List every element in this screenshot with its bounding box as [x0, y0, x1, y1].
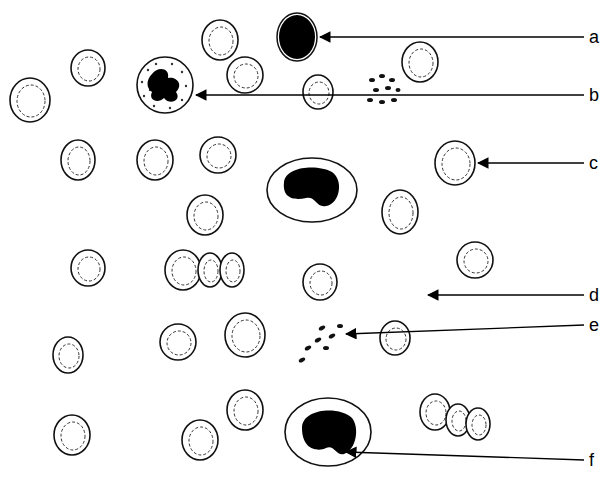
- lymphocyte: [277, 13, 317, 61]
- monocyte: [267, 158, 357, 222]
- monocyte: [285, 398, 371, 466]
- leader-lines: [196, 37, 584, 460]
- callout-letter: e: [588, 315, 600, 335]
- callout-letter: c: [588, 153, 599, 173]
- callout-letter: a: [588, 27, 600, 47]
- callout-letter: b: [588, 85, 600, 105]
- callout-letter: d: [588, 285, 600, 305]
- red-blood-cells: [10, 20, 493, 460]
- callout-letter: f: [588, 450, 595, 470]
- neutrophil: [137, 57, 193, 113]
